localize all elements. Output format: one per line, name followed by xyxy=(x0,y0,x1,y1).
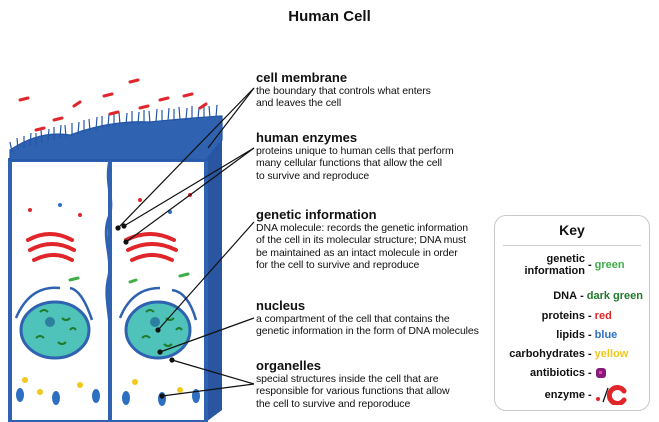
key-dash: - xyxy=(580,290,584,302)
label-human-enzymes: human enzymes proteins unique to human c… xyxy=(256,130,496,182)
nucleolus-right xyxy=(150,317,160,327)
key-name: DNA xyxy=(553,290,578,302)
key-value: yellow xyxy=(594,348,629,360)
key-dash: - xyxy=(588,389,592,401)
key-value: blue xyxy=(594,329,618,341)
key-value: red xyxy=(594,310,612,322)
key-value: green xyxy=(594,259,625,271)
key-dash: - xyxy=(588,367,592,379)
label-line: the boundary that controls what enters xyxy=(256,85,431,97)
label-line: responsible for various functions that a… xyxy=(256,385,450,398)
key-title: Key xyxy=(559,222,585,238)
key-row-antibiotics: antibiotics - xyxy=(495,367,643,379)
dna-strands xyxy=(35,309,183,347)
label-line: for the cell to survive and reproduce xyxy=(256,259,420,272)
cytoplasm-dots xyxy=(22,193,192,395)
key-name: proteins xyxy=(541,310,585,322)
label-cell-membrane: cell membrane the boundary that controls… xyxy=(256,70,496,110)
key-dash: - xyxy=(588,329,592,341)
pointer-lines xyxy=(115,87,255,399)
cell-junction xyxy=(104,159,113,422)
key-dash: - xyxy=(588,259,592,271)
genetic-fragments xyxy=(68,272,190,284)
diagram-title: Human Cell xyxy=(288,8,371,25)
right-cell-body xyxy=(108,158,208,422)
label-organelles: organelles special structures inside the… xyxy=(256,358,496,410)
label-heading: human enzymes xyxy=(256,130,358,145)
key-row-lipids: lipids - blue xyxy=(495,329,643,341)
golgi-apparatus xyxy=(26,232,178,262)
key-dash: - xyxy=(588,310,592,322)
key-divider xyxy=(503,245,641,246)
label-line: many cellular functions that allow the c… xyxy=(256,157,442,170)
label-genetic-information: genetic information DNA molecule: record… xyxy=(256,207,496,272)
label-line: a compartment of the cell that contains … xyxy=(256,313,450,325)
label-line: and leaves the cell xyxy=(256,97,342,110)
key-name-line: information xyxy=(524,265,586,277)
label-line: the cell to survive and reporoduce xyxy=(256,397,411,410)
key-name: carbohydrates xyxy=(509,348,585,360)
key-row-proteins: proteins - red xyxy=(495,310,643,322)
label-line: to survive and reproduce xyxy=(256,169,370,182)
label-line: be maintained as an intact molecule in o… xyxy=(256,246,458,259)
label-heading: organelles xyxy=(256,358,322,373)
key-name-line: genetic xyxy=(546,253,585,265)
key-value: dark green xyxy=(586,290,643,302)
membrane-microvilli xyxy=(9,104,223,161)
key-row-dna: DNA - dark green xyxy=(495,290,643,302)
enzyme-icon xyxy=(595,385,627,405)
label-line: proteins unique to human cells that perf… xyxy=(256,145,454,157)
label-line: genetic information in the form of DNA m… xyxy=(256,325,479,338)
protein-fragments xyxy=(18,78,208,132)
label-line: of the cell in its molecular structure; … xyxy=(256,234,466,247)
antibiotic-icon xyxy=(595,368,606,378)
label-line: special structures inside the cell that … xyxy=(256,373,439,385)
label-heading: nucleus xyxy=(256,298,306,313)
label-heading: cell membrane xyxy=(256,70,348,85)
key-row-enzyme: enzyme - xyxy=(495,385,643,405)
key-name: lipids xyxy=(556,329,585,341)
cell-block-side xyxy=(206,140,222,422)
key-name: antibiotics xyxy=(529,367,585,379)
label-heading: genetic information xyxy=(256,207,377,222)
key-name: enzyme xyxy=(544,389,585,401)
nucleus-left xyxy=(19,300,91,360)
key-row-carbohydrates: carbohydrates - yellow xyxy=(495,348,643,360)
label-line: DNA molecule: records the genetic inform… xyxy=(256,222,469,234)
nucleolus-left xyxy=(45,317,55,327)
key-dash: - xyxy=(588,348,592,360)
label-nucleus: nucleus a compartment of the cell that c… xyxy=(256,298,496,338)
